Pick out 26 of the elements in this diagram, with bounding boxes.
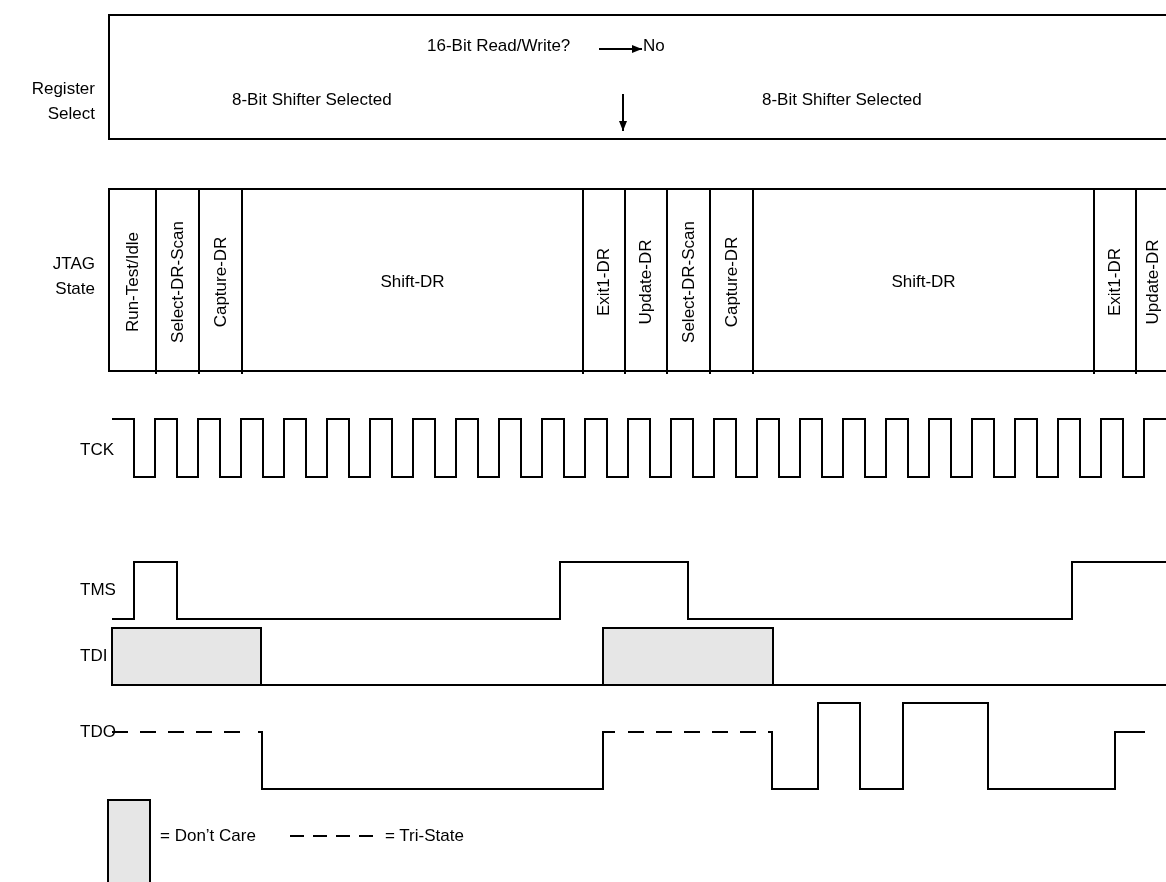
- register-label: 8-Bit Shifter Selected: [232, 90, 392, 110]
- state-name: Select-DR-Scan: [678, 221, 699, 343]
- state-name: Capture-DR: [210, 236, 231, 328]
- state-name: Select-DR-Scan: [167, 221, 188, 343]
- condition-text: 16-Bit Read/Write?: [427, 35, 597, 57]
- state-name: Exit1-DR: [1105, 248, 1125, 316]
- signal-name: TMS: [80, 580, 116, 600]
- register-label: 8-Bit Shifter Selected: [762, 90, 922, 110]
- condition-text: No: [643, 35, 673, 57]
- legend-text: = Don’t Care: [160, 826, 256, 846]
- signal-name: TDI: [80, 646, 108, 666]
- state-name: Run-Test/Idle: [122, 231, 143, 333]
- state-name: Shift-DR: [380, 272, 445, 292]
- arrow: [598, 45, 643, 53]
- legend-text: = Tri-State: [385, 826, 464, 846]
- row-label: Register Select: [30, 78, 95, 125]
- state-name: Exit1-DR: [594, 248, 614, 316]
- row-label: JTAG State: [51, 253, 95, 300]
- signal-name: TDO: [80, 722, 116, 742]
- signal-name: TCK: [80, 440, 114, 460]
- state-band: [108, 188, 1166, 372]
- state-name: Capture-DR: [721, 236, 742, 328]
- state-name: Update-DR: [636, 239, 656, 325]
- state-name: Update-DR: [1142, 239, 1163, 325]
- register-select-band: [108, 14, 1166, 140]
- state-name: Shift-DR: [891, 272, 956, 292]
